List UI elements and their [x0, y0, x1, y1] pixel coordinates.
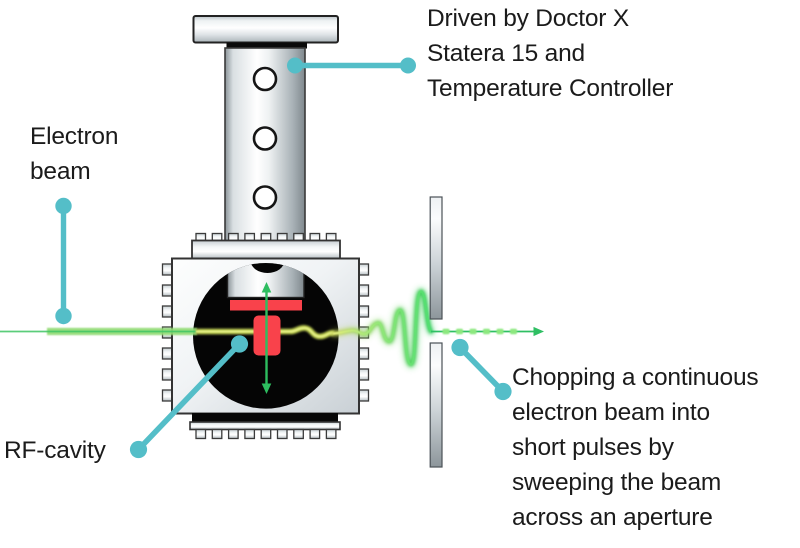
column-neck-band — [226, 42, 307, 49]
cavity-inner-notch — [250, 263, 285, 273]
chopped-beam-exit — [431, 326, 544, 337]
callout-dot — [287, 57, 303, 74]
field-arrowhead-down — [261, 383, 272, 394]
cavity-top-teeth — [195, 232, 337, 243]
tooth — [244, 428, 256, 440]
label-driven-by: Driven by Doctor X Statera 15 and Temper… — [427, 5, 674, 102]
callout-line — [457, 344, 506, 395]
callout-dot — [400, 57, 416, 74]
column-hole — [252, 126, 278, 151]
cavity-beam-core — [196, 326, 335, 338]
field-arrowhead-up — [261, 282, 272, 293]
aperture — [429, 196, 443, 468]
callout-dot — [494, 382, 512, 401]
callout-chopping — [451, 338, 512, 401]
swept-beam-wave — [329, 286, 436, 370]
callout-driven-by — [287, 57, 416, 74]
callout-dot — [451, 338, 469, 357]
pulse-dash — [469, 328, 477, 335]
column-top-cap — [192, 15, 339, 44]
tooth — [325, 428, 337, 440]
label-rf-cavity: RF-cavity — [4, 437, 106, 464]
aperture-plate-top — [429, 196, 443, 320]
support-column — [192, 15, 339, 242]
pulse-dash — [510, 328, 517, 335]
aperture-plate-bottom — [429, 342, 443, 468]
tooth — [309, 428, 321, 440]
cavity-bottom-band — [192, 413, 338, 422]
label-electron-beam: Electron beam — [30, 123, 119, 185]
tooth — [227, 428, 239, 440]
callout-electron-beam — [55, 197, 72, 325]
pulse-dash — [496, 328, 504, 335]
callout-rf-cavity — [129, 335, 249, 459]
callout-line — [135, 341, 243, 453]
pulse-dash — [442, 328, 450, 335]
pulse-dashes — [442, 328, 517, 335]
rf-field-arrow — [261, 282, 272, 394]
pulse-dash — [456, 328, 463, 335]
pulse-dash — [483, 328, 490, 335]
electron-beam-in-cavity — [196, 325, 335, 340]
cavity-top-flange — [191, 239, 341, 260]
wave-bright-core — [333, 290, 432, 366]
callout-dot — [129, 440, 148, 459]
cavity-bottom-teeth — [195, 428, 337, 440]
tooth — [211, 428, 223, 440]
exit-beam-arrowhead — [533, 326, 544, 337]
cavity-bottom — [189, 413, 341, 440]
tooth — [260, 428, 272, 440]
tooth — [293, 428, 304, 440]
column-hole — [252, 66, 278, 92]
column-hole — [252, 185, 278, 210]
label-chopping: Chopping a continuous electron beam into… — [512, 364, 759, 531]
callout-dot — [55, 307, 72, 325]
callout-dot — [230, 335, 249, 353]
callout-dot — [55, 197, 72, 215]
tooth — [195, 428, 207, 440]
cavity-bottom-flange — [189, 421, 341, 431]
tooth — [276, 428, 288, 440]
